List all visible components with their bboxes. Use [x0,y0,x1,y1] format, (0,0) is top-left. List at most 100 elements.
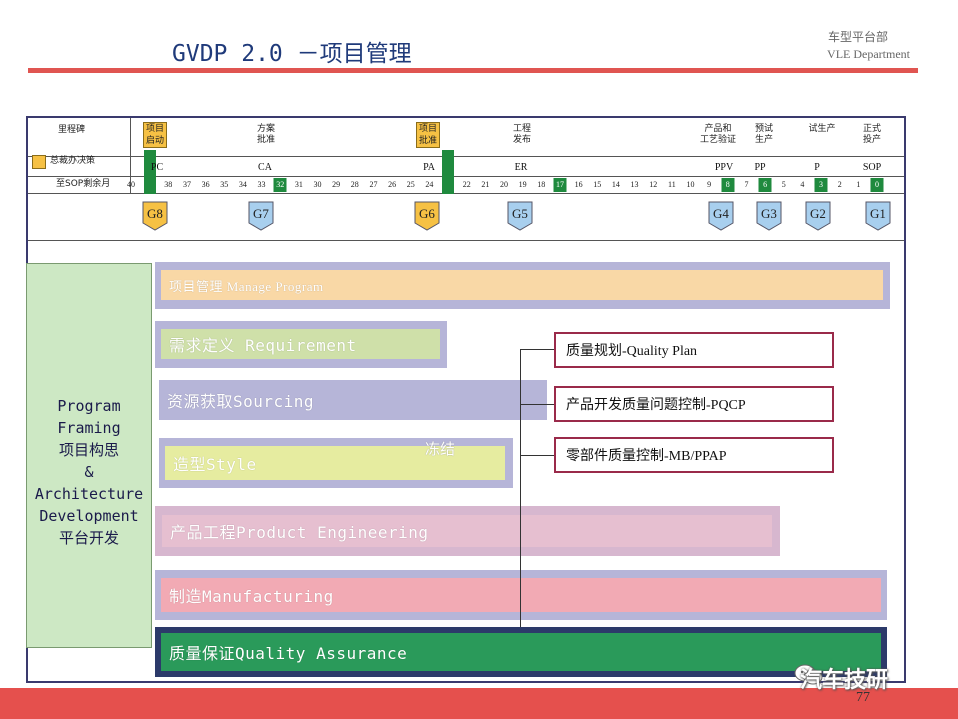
month-number: 29 [332,180,341,189]
phase-quality-assurance: 质量保证Quality Assurance [155,627,887,677]
gate-label: G2 [810,206,826,221]
gate-label: G3 [761,206,777,221]
gate-label: G4 [713,206,729,221]
department-cn: 车型平台部 [827,30,888,44]
freeze-label: 冻结 [425,440,456,458]
gate-label: G1 [870,206,886,221]
month-number: 40 [127,180,135,189]
month-number: 13 [630,180,639,189]
wechat-icon [794,664,823,685]
month-number: 19 [518,180,527,189]
month-number: 21 [481,180,490,189]
quality-connector-h2 [520,404,555,405]
phase-product-engineering: 产品工程Product Engineering [155,506,780,556]
milestone-name-line: 投产 [862,135,882,145]
header-divider [28,68,918,73]
milestone-name: 试生产 [808,124,835,135]
decision-milestone-box: 项目启动 [143,122,168,148]
pqcp-box: 产品开发质量问题控制-PQCP [554,386,834,422]
milestone-name-line: 产品和 [704,124,732,134]
quality-connector-vertical [520,349,521,627]
months-row-label: 至SOP剩余月 [56,179,111,189]
gate-marker-g1: G1 [865,201,891,231]
month-number: 33 [257,180,266,189]
month-number: 34 [238,180,247,189]
pf-line: Program [57,397,121,415]
month-marker-green: 0 [870,178,884,192]
milestone-name-line: 正式 [862,124,882,134]
page-number: 77 [856,690,870,705]
phase-label: 需求定义 Requirement [161,329,440,359]
gate-code: PP [754,162,766,173]
month-number: 20 [500,180,508,189]
gate-code: PPV [714,162,734,173]
month-number: 22 [462,180,471,189]
month-number: 4 [800,180,805,189]
decision-milestone-box: 项目批准 [416,122,441,148]
month-number: 14 [611,180,620,189]
gate-code: PC [150,162,164,173]
quality-connector-h3 [520,455,555,456]
timeline-line [130,118,131,193]
month-number: 35 [220,180,229,189]
month-marker-green: 3 [814,178,828,192]
month-number: 5 [781,180,786,189]
month-number: 31 [294,180,303,189]
mb-ppap-box: 零部件质量控制-MB/PPAP [554,437,834,473]
month-marker-green: 17 [553,178,567,192]
month-marker-green: 6 [758,178,772,192]
pf-line: 项目构思 [58,441,119,459]
phase-label: 产品工程Product Engineering [162,515,772,547]
milestone-name-line: 工艺验证 [699,135,737,145]
gate-code: PA [423,162,435,173]
month-number: 9 [707,180,712,189]
month-number: 11 [667,180,676,189]
milestone-name-line: 发布 [512,135,532,145]
milestone-name: 方案批准 [257,124,275,146]
month-number: 1 [856,180,861,189]
milestone-bar [442,150,455,194]
gate-label: G6 [419,206,435,221]
milestone-name: 项目 [419,124,438,134]
month-number: 16 [574,180,583,189]
milestone-name-line: 批准 [256,135,276,145]
month-number: 12 [649,180,658,189]
gate-marker-g6: G6 [414,201,440,231]
gate-marker-g3: G3 [756,201,782,231]
gate-code: SOP [862,162,882,173]
milestone-name: 启动 [146,136,165,146]
milestone-name-line: 预试 [754,124,774,134]
month-number: 38 [164,180,173,189]
timeline-line [28,156,904,157]
month-number: 10 [686,180,695,189]
phase-label: 制造Manufacturing [161,578,881,612]
phase-sourcing: 资源获取Sourcing [159,380,547,420]
department-en: VLE Department [827,47,910,61]
phase-label: 质量保证Quality Assurance [161,633,881,671]
milestone-name: 正式投产 [863,124,881,146]
gate-marker-g8: G8 [142,201,168,231]
footer-band [0,688,958,719]
pf-line: 平台开发 [58,529,119,547]
milestone-row-label: 里程碑 [58,125,86,135]
milestone-name-line: 试生产 [808,124,836,134]
month-number: 7 [744,180,749,189]
timeline-line [28,193,904,194]
month-number: 36 [201,180,210,189]
month-number: 30 [313,180,322,189]
milestone-name: 批准 [419,136,438,146]
pf-line: Framing [57,419,121,437]
gate-label: G7 [253,206,269,221]
gate-marker-g7: G7 [248,201,274,231]
milestone-name: 项目 [146,124,165,134]
decision-legend-label: 总裁办决策 [50,156,96,166]
program-framing-panel [26,263,152,648]
phase-label: 资源获取Sourcing [159,380,547,420]
month-number: 18 [537,180,546,189]
slide-title: GVDP 2.0 －项目管理 [172,41,412,67]
month-number: 28 [350,180,359,189]
month-number: 37 [182,180,191,189]
month-number: 26 [388,180,397,189]
gate-label: G5 [512,206,528,221]
month-number: 25 [406,180,415,189]
